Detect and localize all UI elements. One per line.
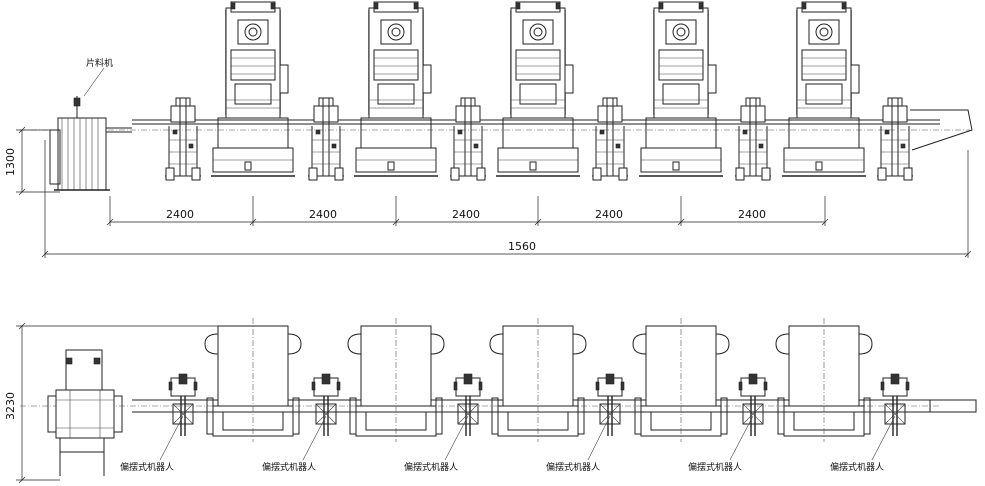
press-side-4: [638, 1, 724, 177]
robot-label-2: 偏摆式机器人: [262, 461, 316, 473]
press-plan-2: [347, 317, 445, 443]
robot-plan-1: [154, 373, 212, 437]
svg-text:3230: 3230: [4, 392, 17, 420]
press-side-2: [353, 1, 439, 177]
dim-depth: 3230: [4, 322, 253, 484]
dim-spacing-4: 2400: [595, 208, 623, 221]
outfeed-table: [910, 109, 973, 151]
dim-spacing-1: 2400: [166, 208, 194, 221]
press-side-1: [210, 1, 296, 177]
robot-side-1: [137, 97, 229, 181]
plan-view: 偏摆式机器人 偏摆式机器人 偏摆式机器人 偏摆式机器人 偏摆式机器人 偏摆式机器…: [4, 317, 977, 484]
robot-plan-5: [724, 373, 782, 437]
press-side-3: [495, 1, 581, 177]
robot-labels: 偏摆式机器人 偏摆式机器人 偏摆式机器人 偏摆式机器人 偏摆式机器人 偏摆式机器…: [120, 415, 896, 473]
robot-label-6: 偏摆式机器人: [830, 461, 884, 473]
conveyor-line: [132, 119, 910, 125]
robot-plan-6: [866, 373, 924, 437]
svg-text:1560: 1560: [508, 240, 536, 253]
dim-spacing-3: 2400: [452, 208, 480, 221]
robot-side-2: [280, 97, 372, 181]
press-plan-3: [489, 317, 587, 443]
robot-plan-3: [439, 373, 497, 437]
press-side-5: [781, 1, 867, 177]
dim-height: 1300: [4, 126, 60, 196]
feeder-label: 片料机: [86, 57, 113, 69]
robot-label-3: 偏摆式机器人: [404, 461, 458, 473]
dim-spacing-5: 2400: [738, 208, 766, 221]
svg-text:1300: 1300: [4, 148, 17, 176]
robot-label-4: 偏摆式机器人: [546, 461, 600, 473]
feeder-plan: [47, 349, 123, 476]
press-plan-4: [632, 317, 730, 443]
robot-plan-2: [297, 373, 355, 437]
robot-label-5: 偏摆式机器人: [688, 461, 742, 473]
side-elevation: 片料机 1300 2400 2400 2400 2400 2400: [4, 1, 973, 258]
robot-label-1: 偏摆式机器人: [120, 461, 174, 473]
dim-total: 1560: [41, 140, 972, 258]
feeder-machine: 片料机: [49, 57, 132, 191]
robot-plan-4: [581, 373, 639, 437]
dim-spacing-chain: 2400 2400 2400 2400 2400: [106, 196, 829, 226]
press-plan-5: [775, 317, 873, 443]
dim-spacing-2: 2400: [309, 208, 337, 221]
press-plan-1: [204, 317, 302, 443]
